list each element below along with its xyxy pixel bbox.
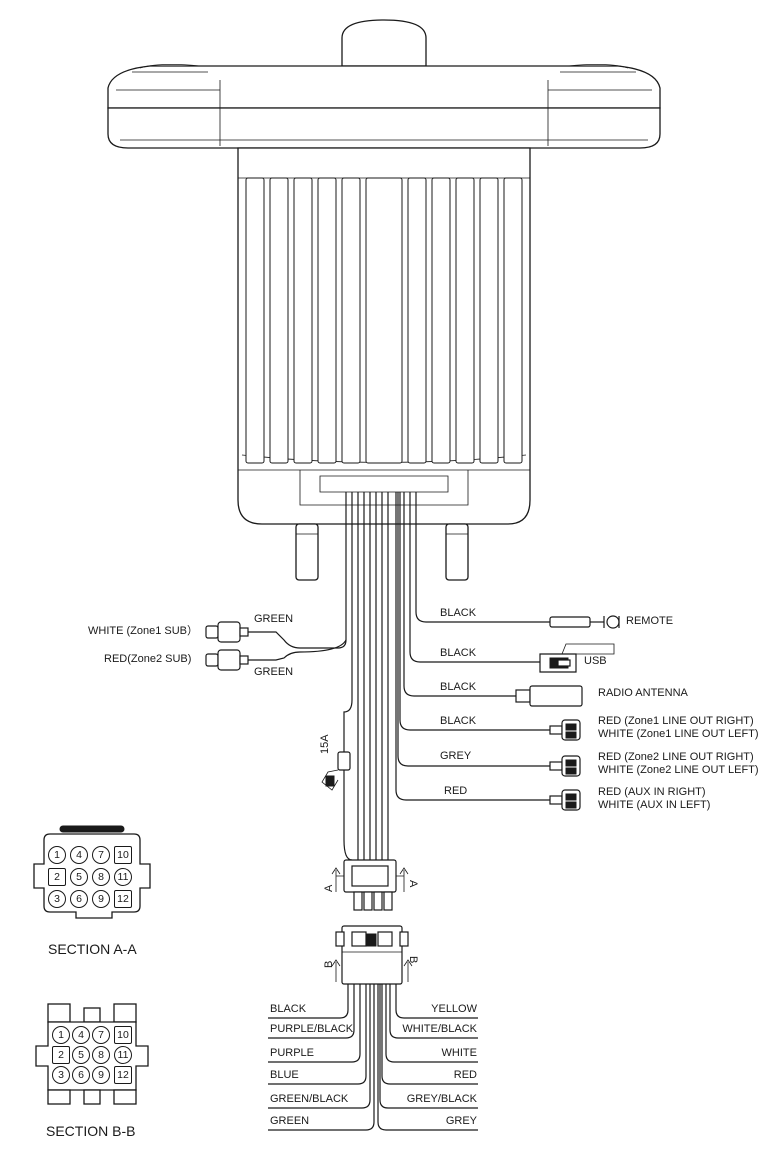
mounting-stud-right bbox=[445, 523, 469, 581]
remote-label: REMOTE bbox=[626, 615, 674, 627]
harness-left-2: PURPLE/BLACK bbox=[270, 1023, 354, 1035]
sub-rca-connectors bbox=[205, 621, 249, 671]
pin-b-2: 2 bbox=[52, 1046, 70, 1064]
pin-b-4: 4 bbox=[72, 1026, 90, 1044]
pin-b-3: 3 bbox=[52, 1066, 70, 1084]
section-a-marker-left: A bbox=[323, 884, 335, 892]
zone1-sub-label: WHITE (Zone1 SUB） bbox=[88, 625, 199, 637]
section-a-pin-grid: 1 4 7 10 2 5 8 11 3 6 9 12 bbox=[48, 846, 140, 910]
pin-a-6: 6 bbox=[70, 890, 88, 908]
harness-left-1: BLACK bbox=[270, 1003, 307, 1015]
pin-a-1: 1 bbox=[48, 846, 66, 864]
aux-label-2: WHITE (AUX IN LEFT) bbox=[598, 799, 711, 811]
pin-a-9: 9 bbox=[92, 890, 110, 908]
wire-label-aux: RED bbox=[444, 785, 468, 797]
pin-b-6: 6 bbox=[72, 1066, 90, 1084]
pin-a-8: 8 bbox=[92, 868, 110, 886]
wire-label-zone2-line: GREY bbox=[440, 750, 472, 762]
harness-left-5: GREEN/BLACK bbox=[270, 1093, 349, 1105]
pin-b-9: 9 bbox=[92, 1066, 110, 1084]
harness-left-3: PURPLE bbox=[270, 1047, 315, 1059]
section-b-pin-grid: 1 4 7 10 2 5 8 11 3 6 9 12 bbox=[52, 1026, 136, 1088]
harness-wires-right bbox=[377, 984, 478, 1131]
pin-a-3: 3 bbox=[48, 890, 66, 908]
pin-a-12: 12 bbox=[114, 890, 132, 908]
rca-zone2-connector bbox=[549, 755, 581, 777]
pin-b-7: 7 bbox=[92, 1026, 110, 1044]
pin-b-10: 10 bbox=[114, 1026, 132, 1044]
section-b-title: SECTION B-B bbox=[46, 1123, 136, 1139]
rca-zone1-connector bbox=[549, 719, 581, 741]
pin-a-7: 7 bbox=[92, 846, 110, 864]
zone2-line-label-1: RED (Zone2 LINE OUT RIGHT) bbox=[598, 751, 754, 763]
pin-a-5: 5 bbox=[70, 868, 88, 886]
wire-label-antenna: BLACK bbox=[440, 681, 477, 693]
harness-right-2: WHITE/BLACK bbox=[402, 1023, 477, 1035]
remote-connector bbox=[549, 615, 620, 629]
usb-label: USB bbox=[584, 655, 607, 667]
main-cable-bundle bbox=[248, 492, 550, 861]
section-a-title: SECTION A-A bbox=[48, 941, 137, 957]
pin-b-1: 1 bbox=[52, 1026, 70, 1044]
zone1-line-label-1: RED (Zone1 LINE OUT RIGHT) bbox=[598, 715, 754, 727]
harness-right-6: GREY bbox=[445, 1115, 477, 1127]
harness-wires-left bbox=[268, 984, 375, 1131]
zone2-sub-label: RED(Zone2 SUB) bbox=[104, 653, 192, 665]
harness-left-6: GREEN bbox=[270, 1115, 310, 1127]
section-a-marker-right: A bbox=[407, 880, 419, 888]
pin-b-5: 5 bbox=[72, 1046, 90, 1064]
pin-a-2: 2 bbox=[48, 868, 66, 886]
zone2-line-label-2: WHITE (Zone2 LINE OUT LEFT) bbox=[598, 764, 759, 776]
section-b-marker-left: B bbox=[323, 960, 335, 968]
section-b-marker-right: B bbox=[407, 956, 419, 964]
harness-right-5: GREY/BLACK bbox=[406, 1093, 477, 1105]
connector-a bbox=[331, 859, 409, 911]
pin-a-10: 10 bbox=[114, 846, 132, 864]
zone1-sub-wire-label: GREEN bbox=[254, 613, 294, 625]
antenna-connector bbox=[515, 685, 583, 707]
wire-label-remote: BLACK bbox=[440, 607, 477, 619]
fuse-holder bbox=[321, 751, 351, 791]
usb-connector bbox=[539, 643, 615, 673]
pin-b-12: 12 bbox=[114, 1066, 132, 1084]
zone2-sub-wire-label: GREEN bbox=[254, 666, 294, 678]
head-unit bbox=[107, 19, 661, 581]
harness-right-1: YELLOW bbox=[431, 1003, 477, 1015]
connector-b bbox=[331, 925, 413, 985]
fuse-label: 15A bbox=[319, 734, 331, 754]
wire-label-zone1-line: BLACK bbox=[440, 715, 477, 727]
harness-right-4: RED bbox=[453, 1069, 477, 1081]
pin-b-11: 11 bbox=[114, 1046, 132, 1064]
mounting-stud-left bbox=[295, 523, 319, 581]
harness-right-3: WHITE bbox=[441, 1047, 477, 1059]
pin-b-8: 8 bbox=[92, 1046, 110, 1064]
pin-a-4: 4 bbox=[70, 846, 88, 864]
antenna-label: RADIO ANTENNA bbox=[598, 687, 688, 699]
pin-a-11: 11 bbox=[114, 868, 132, 886]
wire-label-usb: BLACK bbox=[440, 647, 477, 659]
aux-label-1: RED (AUX IN RIGHT) bbox=[598, 786, 706, 798]
heat-sink-fins bbox=[245, 177, 523, 464]
zone1-line-label-2: WHITE (Zone1 LINE OUT LEFT) bbox=[598, 728, 759, 740]
harness-left-4: BLUE bbox=[270, 1069, 299, 1081]
rca-aux-connector bbox=[549, 789, 581, 811]
